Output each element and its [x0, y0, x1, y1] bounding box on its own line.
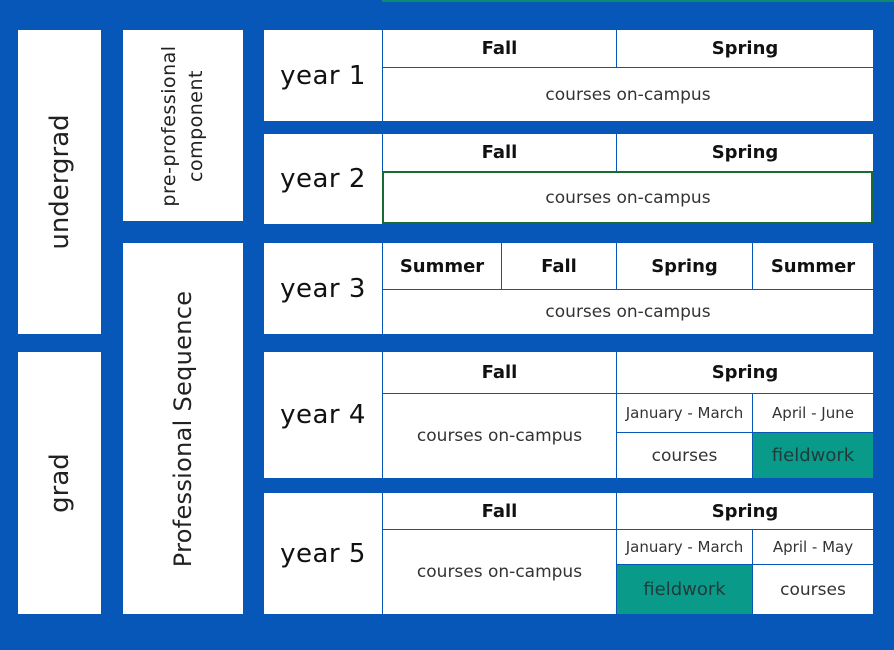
pre-professional-label: pre-professional component — [156, 45, 210, 206]
courses-cell: courses on-campus — [382, 171, 873, 224]
year-5-row: year 5 Fall Spring courses on-campus Jan… — [264, 493, 873, 614]
professional-sequence-label: Professional Sequence — [169, 290, 197, 567]
undergrad-panel: undergrad — [18, 30, 101, 334]
courses-cell: courses — [752, 564, 873, 614]
semester-header: Fall — [382, 493, 616, 529]
courses-cell: courses on-campus — [382, 393, 616, 478]
semester-header: Spring — [616, 493, 873, 529]
semester-header: Fall — [382, 30, 616, 67]
semester-header: Summer — [752, 243, 873, 289]
year-4-row: year 4 Fall Spring courses on-campus Jan… — [264, 352, 873, 478]
semester-header: Fall — [501, 243, 616, 289]
fieldwork-cell: fieldwork — [616, 564, 752, 614]
undergrad-label: undergrad — [44, 114, 75, 250]
semester-header: Spring — [616, 243, 752, 289]
year-label: year 1 — [280, 60, 366, 91]
courses-cell: courses — [616, 432, 752, 478]
fieldwork-cell: fieldwork — [752, 432, 873, 478]
period-label: January - March — [616, 393, 752, 432]
year-3-row: year 3 Summer Fall Spring Summer courses… — [264, 243, 873, 334]
courses-cell: courses on-campus — [382, 67, 873, 121]
year-1-row: year 1 Fall Spring courses on-campus — [264, 30, 873, 121]
semester-header: Spring — [616, 352, 873, 393]
courses-cell: courses on-campus — [382, 529, 616, 614]
semester-header: Summer — [382, 243, 501, 289]
semester-header: Spring — [616, 30, 873, 67]
top-accent-line — [382, 0, 894, 2]
year-label: year 4 — [280, 400, 366, 430]
pre-professional-line1: pre-professional — [158, 44, 180, 207]
year-label: year 5 — [280, 538, 366, 569]
pre-professional-line2: component — [185, 69, 207, 182]
year-label: year 3 — [280, 273, 366, 304]
year-label: year 2 — [280, 164, 366, 194]
semester-header: Fall — [382, 134, 616, 171]
grad-label: grad — [44, 453, 75, 513]
period-label: January - March — [616, 529, 752, 564]
period-label: April - May — [752, 529, 873, 564]
grad-panel: grad — [18, 352, 101, 614]
semester-header: Spring — [616, 134, 873, 171]
period-label: April - June — [752, 393, 873, 432]
semester-header: Fall — [382, 352, 616, 393]
year-2-row: year 2 Fall Spring courses on-campus — [264, 134, 873, 224]
professional-sequence-panel: Professional Sequence — [123, 243, 243, 614]
courses-cell: courses on-campus — [382, 289, 873, 334]
pre-professional-panel: pre-professional component — [123, 30, 243, 221]
